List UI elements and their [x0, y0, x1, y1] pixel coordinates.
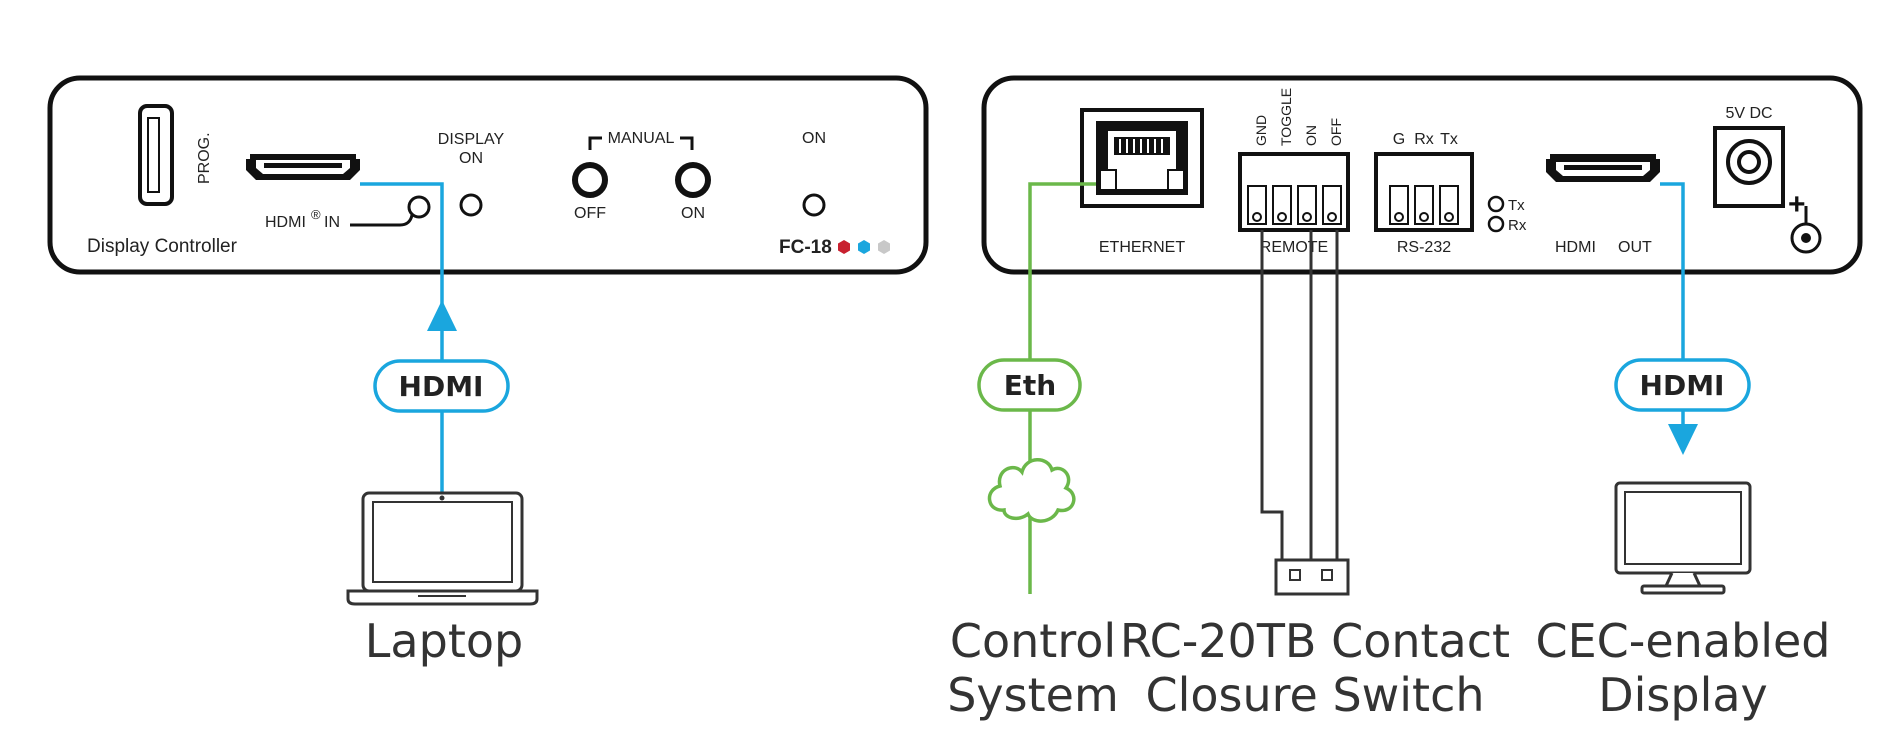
rs232-pin-rx: Rx: [1414, 131, 1434, 148]
manual-off-label: OFF: [574, 205, 606, 222]
eth-cable-tag: Eth: [977, 358, 1082, 412]
switch-caption-2: Closure Switch: [1145, 668, 1484, 722]
rs232-label: RS-232: [1397, 239, 1451, 256]
hdmi-led-pointer: [350, 214, 414, 227]
prog-usb-port[interactable]: [138, 104, 174, 206]
on-led: [802, 193, 826, 217]
device-name: Display Controller: [87, 236, 238, 257]
manual-bracket-left: [588, 136, 602, 150]
rs232-terminal-block[interactable]: [1374, 152, 1474, 232]
display-caption-2: Display: [1598, 668, 1768, 722]
hdmi-in-suffix: IN: [324, 214, 340, 231]
rx-led: [1487, 215, 1505, 233]
hdmi-out-cable-tag: HDMI: [1614, 358, 1751, 412]
contact-closure-switch-icon: [1274, 558, 1350, 596]
hdmi-in-label: HDMI: [265, 214, 306, 231]
manual-on-label: ON: [681, 205, 705, 222]
switch-caption-1: RC-20TB Contact: [1120, 614, 1510, 668]
hdmi-in-cable-tag: HDMI: [373, 359, 510, 413]
hdmi-in-port[interactable]: [246, 154, 360, 180]
rx-label: Rx: [1508, 217, 1527, 234]
remote-wires: [1260, 230, 1339, 560]
remote-pin-off: OFF: [1328, 118, 1344, 146]
manual-off-button[interactable]: [572, 162, 608, 198]
manual-label: MANUAL: [608, 130, 675, 147]
laptop-caption: Laptop: [365, 614, 523, 668]
eth-cable-label: Eth: [1004, 369, 1056, 402]
hdmi-out-arrow: [1668, 424, 1698, 455]
hdmi-out-port[interactable]: [1546, 154, 1660, 182]
display-on-label-1: DISPLAY: [438, 131, 505, 148]
display-on-led: [459, 193, 483, 217]
hdmi-out-cable: [1660, 182, 1698, 455]
logo-hex-red: [838, 240, 850, 254]
manual-bracket-right: [680, 136, 694, 150]
ethernet-label: ETHERNET: [1099, 239, 1185, 256]
kramer-logo-hexagons: [838, 240, 890, 254]
fc18-rear-panel: PROG. HDMI ® IN DISPLAY ON MANUAL OFF ON…: [47, 75, 929, 275]
hdmi-in-cable-label: HDMI: [399, 370, 484, 403]
control-system-caption-1: Control: [950, 614, 1116, 668]
hdmi-in-led: [407, 195, 431, 219]
network-cloud-icon: [987, 458, 1076, 523]
power-polarity-icon: [1790, 206, 1822, 254]
left-panel-frame: [47, 75, 929, 275]
on-label: ON: [802, 130, 826, 147]
power-label: 5V DC: [1725, 105, 1772, 122]
power-jack[interactable]: [1713, 126, 1785, 208]
ethernet-port[interactable]: [1080, 108, 1204, 208]
ethernet-cable: [1028, 182, 1096, 594]
logo-hex-gray: [878, 240, 890, 254]
hdmi-out-label-2: OUT: [1618, 239, 1652, 256]
manual-on-button[interactable]: [675, 162, 711, 198]
display-monitor-icon: [1614, 481, 1752, 595]
hdmi-in-arrow: [427, 300, 457, 331]
rear-panel-right: ETHERNET GND TOGGLE ON OFF REMOTE G Rx T…: [981, 75, 1863, 275]
model-name: FC-18: [779, 237, 832, 258]
hdmi-out-cable-label: HDMI: [1640, 369, 1725, 402]
remote-pin-toggle: TOGGLE: [1278, 88, 1294, 146]
tx-label: Tx: [1508, 197, 1525, 214]
remote-terminal-block[interactable]: [1238, 152, 1350, 232]
rs232-pin-g: G: [1393, 131, 1405, 148]
control-system-caption-2: System: [947, 668, 1119, 722]
display-on-label-2: ON: [459, 150, 483, 167]
hdmi-out-label-1: HDMI: [1555, 239, 1596, 256]
power-plus-sign: +: [1788, 188, 1806, 221]
hdmi-registered-mark: ®: [311, 207, 321, 222]
remote-label: REMOTE: [1260, 239, 1328, 256]
display-caption-1: CEC-enabled: [1535, 614, 1830, 668]
rs232-pin-tx: Tx: [1440, 131, 1458, 148]
tx-led: [1487, 195, 1505, 213]
logo-hex-blue: [858, 240, 870, 254]
laptop-icon: [346, 491, 539, 606]
remote-pin-gnd: GND: [1253, 115, 1269, 146]
prog-label: PROG.: [196, 132, 213, 184]
remote-pin-on: ON: [1303, 125, 1319, 146]
